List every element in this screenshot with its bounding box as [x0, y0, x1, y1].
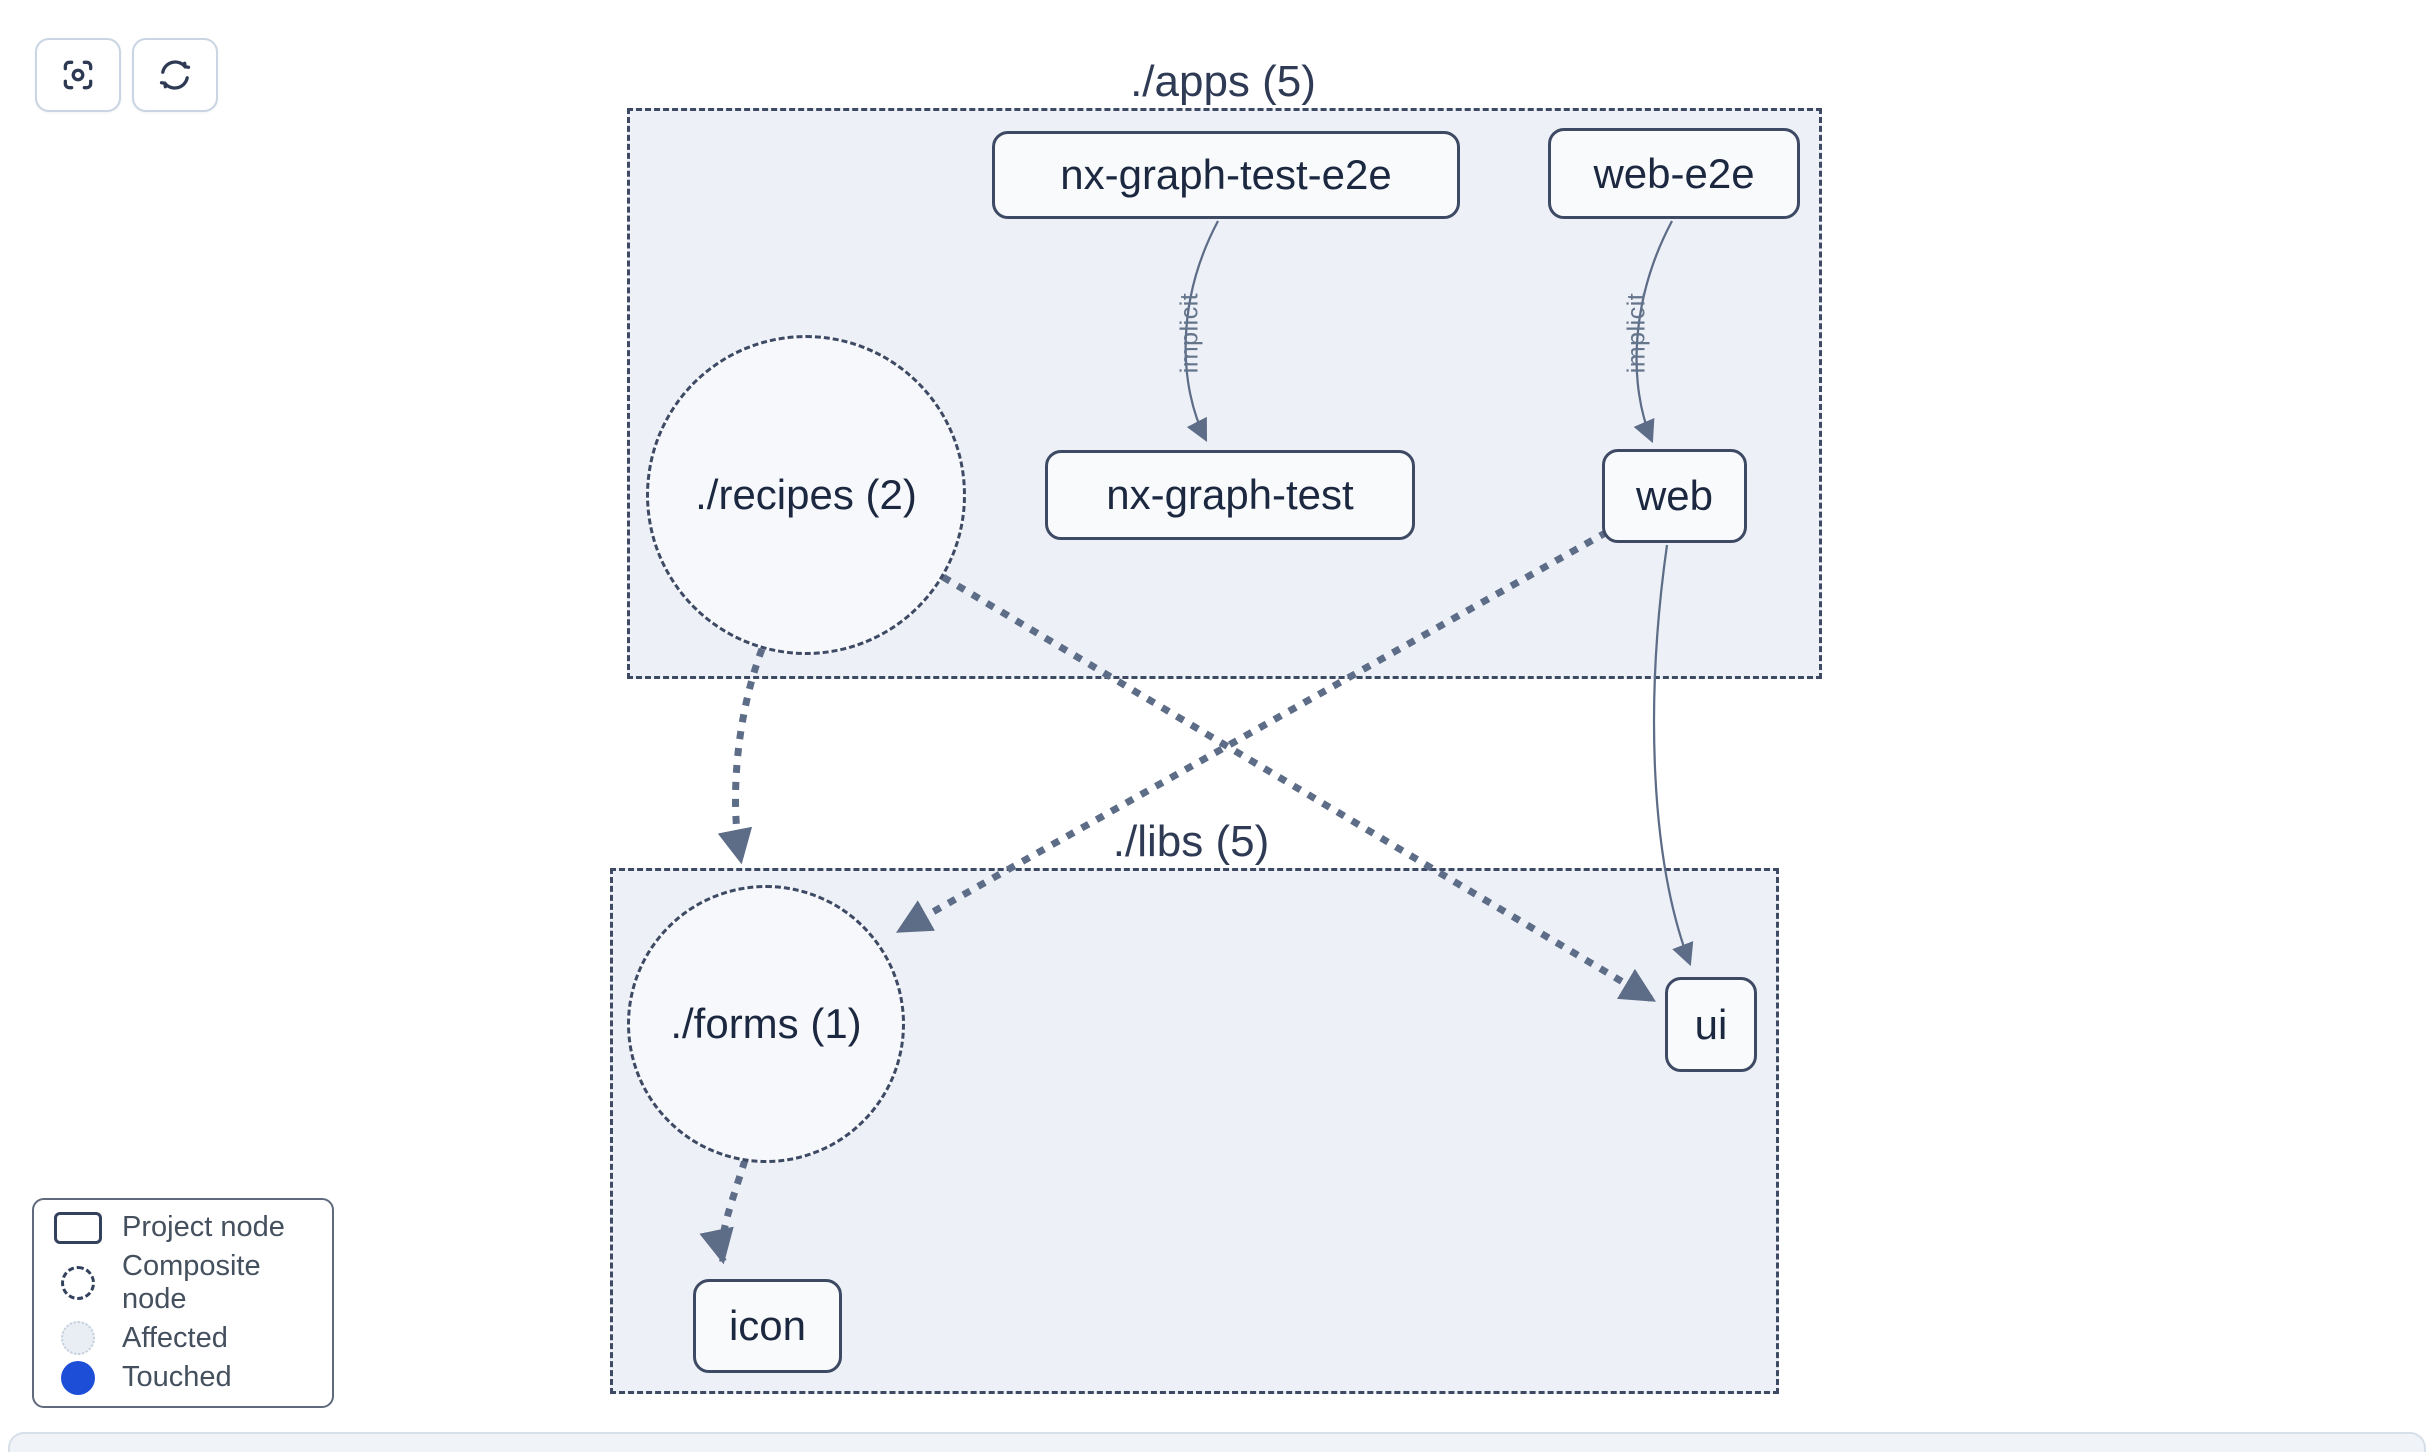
focus-button[interactable] [35, 38, 121, 112]
refresh-icon [159, 60, 191, 90]
group-apps-label[interactable]: ./apps (5) [1130, 57, 1316, 106]
node-web[interactable]: web [1602, 449, 1747, 543]
legend-label-project: Project node [122, 1211, 285, 1244]
project-node-swatch [54, 1211, 102, 1244]
legend-row-composite: Composite node [34, 1250, 332, 1316]
refresh-button[interactable] [132, 38, 218, 112]
node-forms-label: ./forms (1) [670, 1000, 862, 1047]
node-recipes-composite[interactable]: ./recipes (2) [646, 335, 966, 655]
legend-row-touched: Touched [34, 1360, 332, 1395]
node-nx-graph-test-label: nx-graph-test [1106, 471, 1354, 518]
legend-label-affected: Affected [122, 1321, 228, 1354]
node-forms-composite[interactable]: ./forms (1) [627, 885, 905, 1163]
node-icon-label: icon [728, 1302, 807, 1349]
node-nx-graph-test-e2e[interactable]: nx-graph-test-e2e [992, 131, 1460, 219]
legend: Project node Composite node Affected Tou… [32, 1198, 334, 1408]
node-ui[interactable]: ui [1665, 977, 1757, 1072]
node-web-e2e-label: web-e2e [1593, 149, 1755, 197]
legend-row-project: Project node [34, 1211, 332, 1244]
focus-crosshair-icon [63, 60, 93, 90]
legend-label-touched: Touched [122, 1361, 232, 1394]
composite-node-swatch [61, 1265, 95, 1300]
touched-swatch [61, 1360, 95, 1395]
node-ui-label: ui [1694, 1000, 1728, 1048]
bottom-panel-edge [8, 1432, 2426, 1452]
affected-swatch [61, 1321, 95, 1356]
edge-recipes-to-forms[interactable] [717, 647, 766, 865]
legend-label-composite: Composite node [122, 1249, 261, 1315]
node-nx-graph-test[interactable]: nx-graph-test [1045, 450, 1415, 540]
node-recipes-label: ./recipes (2) [695, 471, 917, 518]
edge-label-implicit-2: implicit [1622, 292, 1651, 374]
node-icon[interactable]: icon [693, 1279, 842, 1373]
node-nx-graph-test-e2e-label: nx-graph-test-e2e [1060, 151, 1392, 198]
node-web-e2e[interactable]: web-e2e [1548, 128, 1800, 219]
edge-label-implicit-1: implicit [1175, 292, 1204, 374]
legend-row-affected: Affected [34, 1321, 332, 1356]
group-libs-label[interactable]: ./libs (5) [1112, 817, 1270, 866]
node-web-label: web [1635, 472, 1714, 519]
